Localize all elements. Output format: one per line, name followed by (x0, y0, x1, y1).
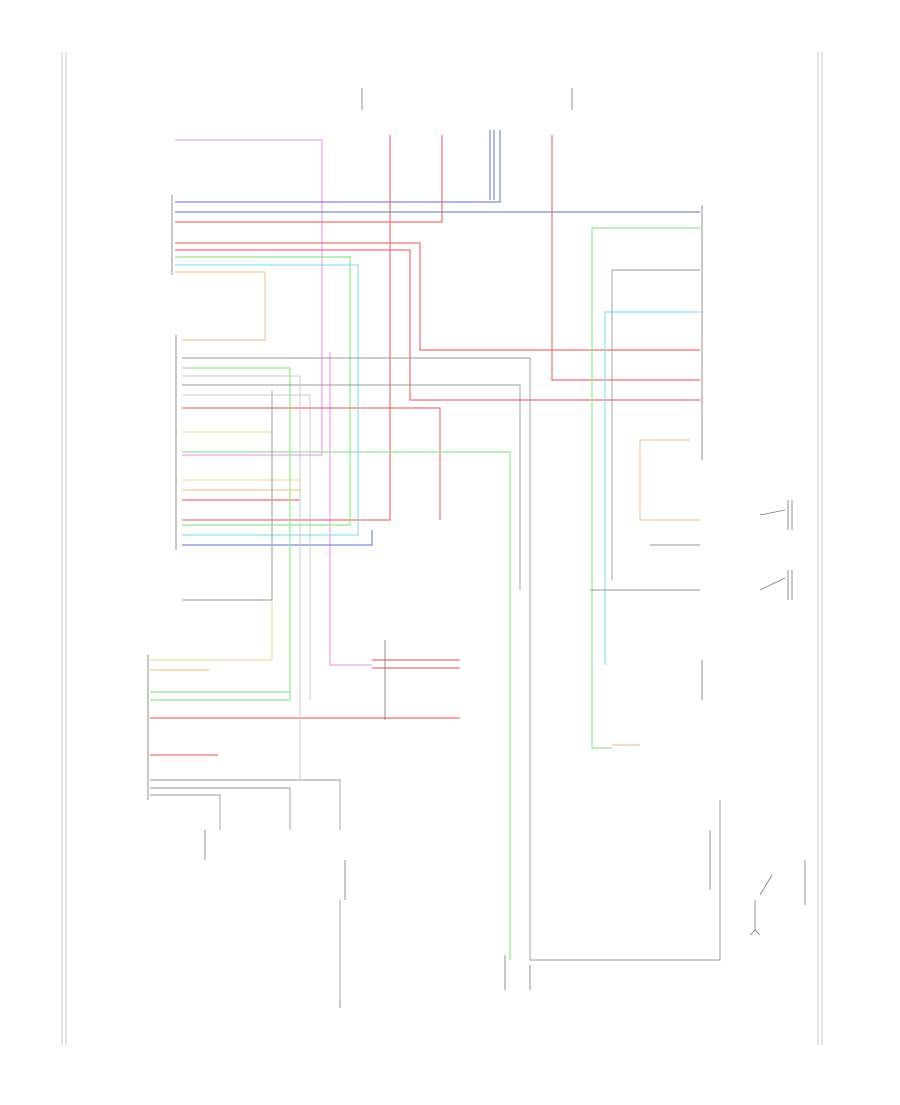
green-wires (150, 227, 700, 960)
red-wires (150, 135, 700, 756)
switch-symbols (709, 500, 806, 936)
page-frame (61, 52, 823, 1045)
green-wire-2 (591, 227, 700, 749)
lightgray-wires (182, 375, 311, 780)
green-wire-3 (150, 367, 291, 701)
gray-wire-5 (150, 779, 341, 830)
cyan-wires (175, 264, 700, 665)
yellow-wire-1 (150, 431, 273, 661)
red-wire-2 (175, 242, 700, 351)
gray-wire-7 (150, 794, 221, 830)
pink-wires (175, 139, 372, 666)
top-connectors (361, 88, 573, 110)
green-wire-1 (175, 256, 351, 526)
gray-wire-2 (182, 384, 521, 590)
green-wire-4 (182, 451, 511, 960)
bottom-symbols (204, 830, 531, 1008)
orange-wire-1 (175, 271, 266, 341)
cyan-wire-2 (604, 311, 700, 665)
gray-wires (150, 269, 721, 1000)
red-wire-6 (182, 407, 441, 520)
gray-wire-1 (182, 357, 721, 961)
red-wire-4 (182, 135, 391, 521)
lightgray-wire-2 (182, 394, 311, 700)
orange-wires (150, 271, 700, 746)
cyan-wire-1 (175, 264, 359, 536)
gray-wire-6 (150, 787, 291, 830)
connector-pins (147, 195, 703, 800)
switch-3 (759, 874, 773, 896)
red-wire-1 (175, 135, 443, 223)
orange-wire-4 (639, 439, 700, 521)
blue-wires (175, 130, 700, 546)
pink-wire-top (175, 139, 323, 456)
blue-wire-5 (182, 530, 373, 546)
gray-wire-3 (182, 390, 273, 601)
pink-wire-down (329, 352, 372, 666)
red-wire-3 (175, 249, 700, 401)
blue-wire-1 (175, 130, 501, 203)
red-wire-5 (551, 135, 700, 381)
yellow-wires (150, 431, 300, 661)
lightgray-wire-1 (182, 375, 301, 780)
switch-1 (759, 509, 786, 516)
gray-wire-4 (611, 269, 700, 580)
switch-2 (759, 577, 786, 591)
